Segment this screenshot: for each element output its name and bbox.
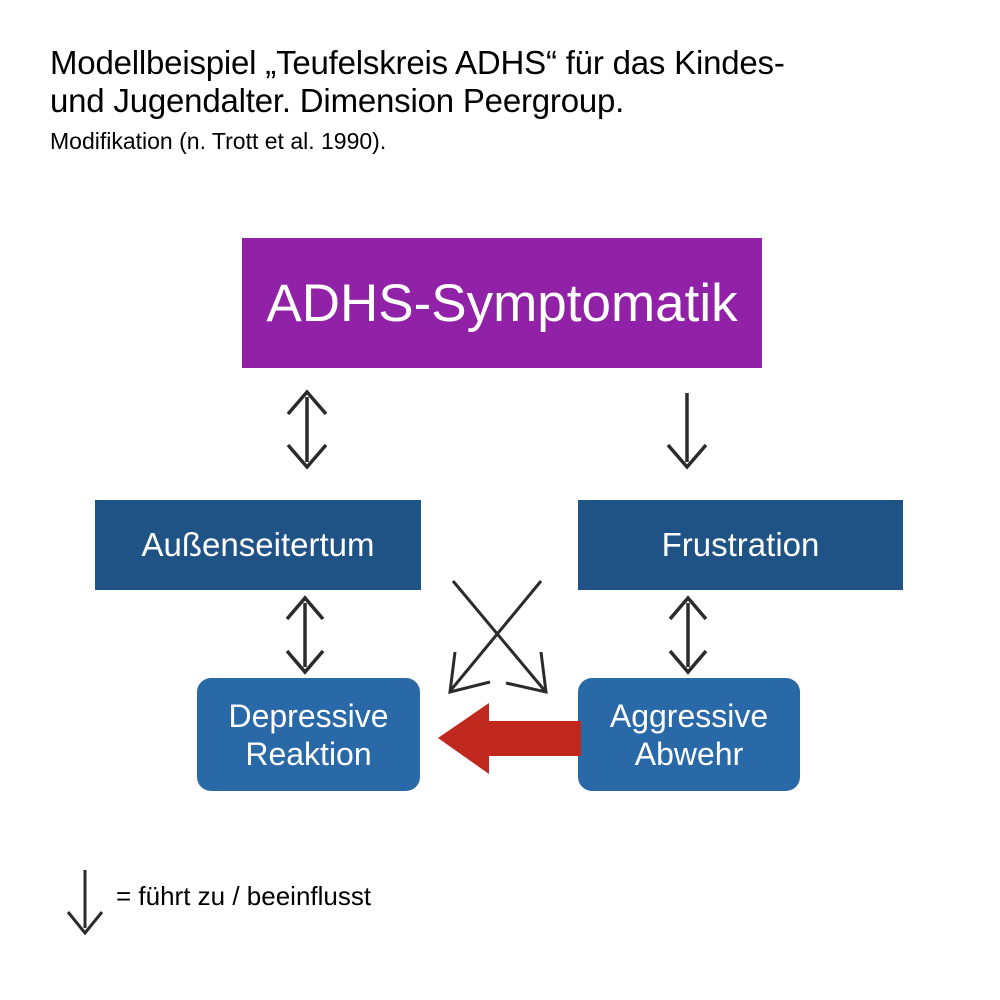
node-frustration[interactable]: Frustration [578,500,903,590]
title-line-1: Modellbeispiel „Teufelskreis ADHS“ für d… [50,44,785,81]
arrow-aussenseitertum-aggressive-diagonal [451,580,548,694]
legend: = führt zu / beeinflusst [62,862,371,942]
title-block: Modellbeispiel „Teufelskreis ADHS“ für d… [50,44,850,156]
title-source: Modifikation (n. Trott et al. 1990). [50,128,387,154]
arrow-frustration-aggressive [668,595,708,675]
arrow-aussenseitertum-depressive [285,595,325,675]
node-depressive-reaktion[interactable]: Depressive Reaktion [197,678,420,791]
node-aussenseitertum-label: Außenseitertum [141,526,375,563]
node-aggressive-abwehr[interactable]: Aggressive Abwehr [578,678,800,791]
arrow-aggressive-to-depressive-red [438,703,581,774]
arrow-adhs-frustration [666,393,708,470]
node-frustration-label: Frustration [661,526,820,563]
arrow-adhs-aussenseitertum [286,389,328,470]
node-adhs-symptomatik-label: ADHS-Symptomatik [266,273,738,333]
node-adhs-symptomatik[interactable]: ADHS-Symptomatik [242,238,762,368]
title-line-2: und Jugendalter. Dimension Peergroup. [50,82,625,119]
node-aussenseitertum[interactable]: Außenseitertum [95,500,421,590]
node-aggressive-abwehr-label: Aggressive Abwehr [609,697,769,772]
legend-label: = führt zu / beeinflusst [116,880,372,911]
node-depressive-reaktion-label: Depressive Reaktion [228,697,389,772]
arrow-frustration-depressive-diagonal [448,580,543,694]
legend-arrow-slot [62,862,114,942]
